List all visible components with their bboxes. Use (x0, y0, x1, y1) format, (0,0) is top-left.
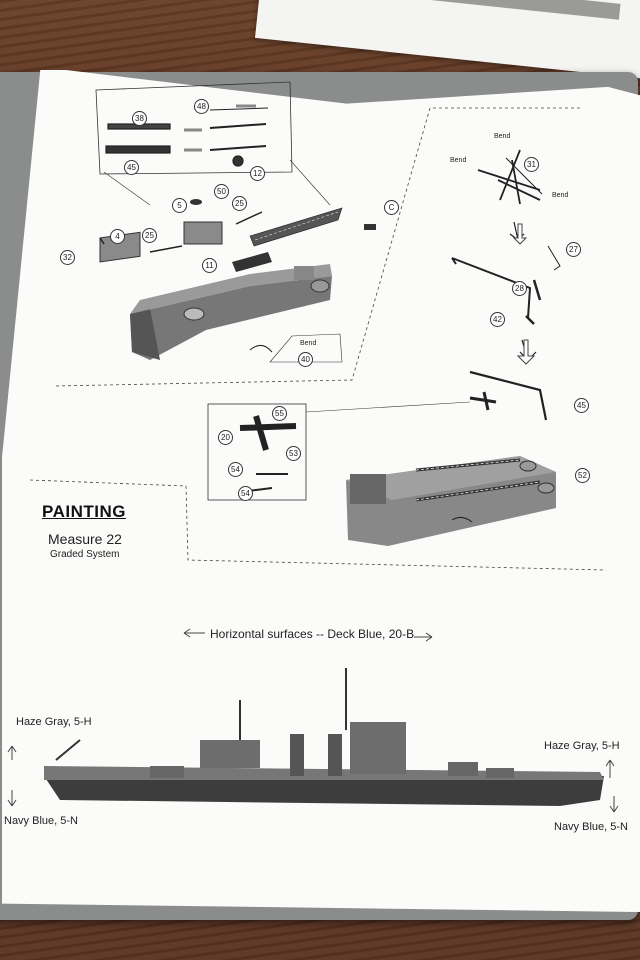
part-42-callout: 42 (490, 312, 505, 327)
camouflage-measure: Measure 22 (48, 531, 122, 547)
part-32-callout: 32 (60, 250, 75, 265)
catapult-parts (105, 104, 269, 167)
part-27-callout: 27 (566, 242, 581, 257)
aircraft-panel-frame (207, 403, 307, 501)
bend-label-3: Bend (552, 192, 569, 199)
part-52-callout: 52 (575, 468, 590, 483)
part-50-callout: 50 (214, 184, 229, 199)
ship-profile (7, 668, 619, 813)
part-20-callout: 20 (218, 430, 233, 445)
bend-label-1: Bend (494, 133, 511, 140)
crane-assembly (451, 149, 561, 421)
part-11-callout: 11 (202, 258, 217, 273)
part-53-callout: 53 (286, 446, 301, 461)
navy-blue-right-label: Navy Blue, 5-N (554, 821, 628, 833)
haze-gray-right-label: Haze Gray, 5-H (544, 740, 620, 752)
part-54-upper-callout: 54 (228, 462, 243, 477)
part-38-callout: 38 (132, 111, 147, 126)
painting-title: PAINTING (42, 502, 126, 521)
part-31-callout: 31 (524, 157, 539, 172)
part-25-upper-callout: 25 (232, 196, 247, 211)
navy-blue-left-label: Navy Blue, 5-N (4, 815, 78, 827)
haze-gray-left-label: Haze Gray, 5-H (16, 716, 92, 728)
finished-deck-block (346, 456, 556, 546)
horizontal-surfaces-label: Horizontal surfaces -- Deck Blue, 20-B (210, 627, 415, 641)
graded-system-label: Graded System (50, 549, 120, 560)
part-40-callout: 40 (298, 352, 313, 367)
part-45-right-callout: 45 (574, 398, 589, 413)
part-12-callout: 12 (250, 166, 265, 181)
bend-label-4: Bend (300, 340, 317, 347)
part-48-callout: 48 (194, 99, 209, 114)
part-c-callout: C (384, 200, 399, 215)
part-54-lower-callout: 54 (238, 486, 253, 501)
part-28-callout: 28 (512, 281, 527, 296)
detail-panel-frame (95, 81, 293, 175)
part-25-lower-callout: 25 (142, 228, 157, 243)
part-45-callout: 45 (124, 160, 139, 175)
part-55-callout: 55 (272, 406, 287, 421)
deck-block-assembly (99, 199, 376, 363)
part-5-callout: 5 (172, 198, 187, 213)
part-4-callout: 4 (110, 229, 125, 244)
bend-label-2: Bend (450, 157, 467, 164)
